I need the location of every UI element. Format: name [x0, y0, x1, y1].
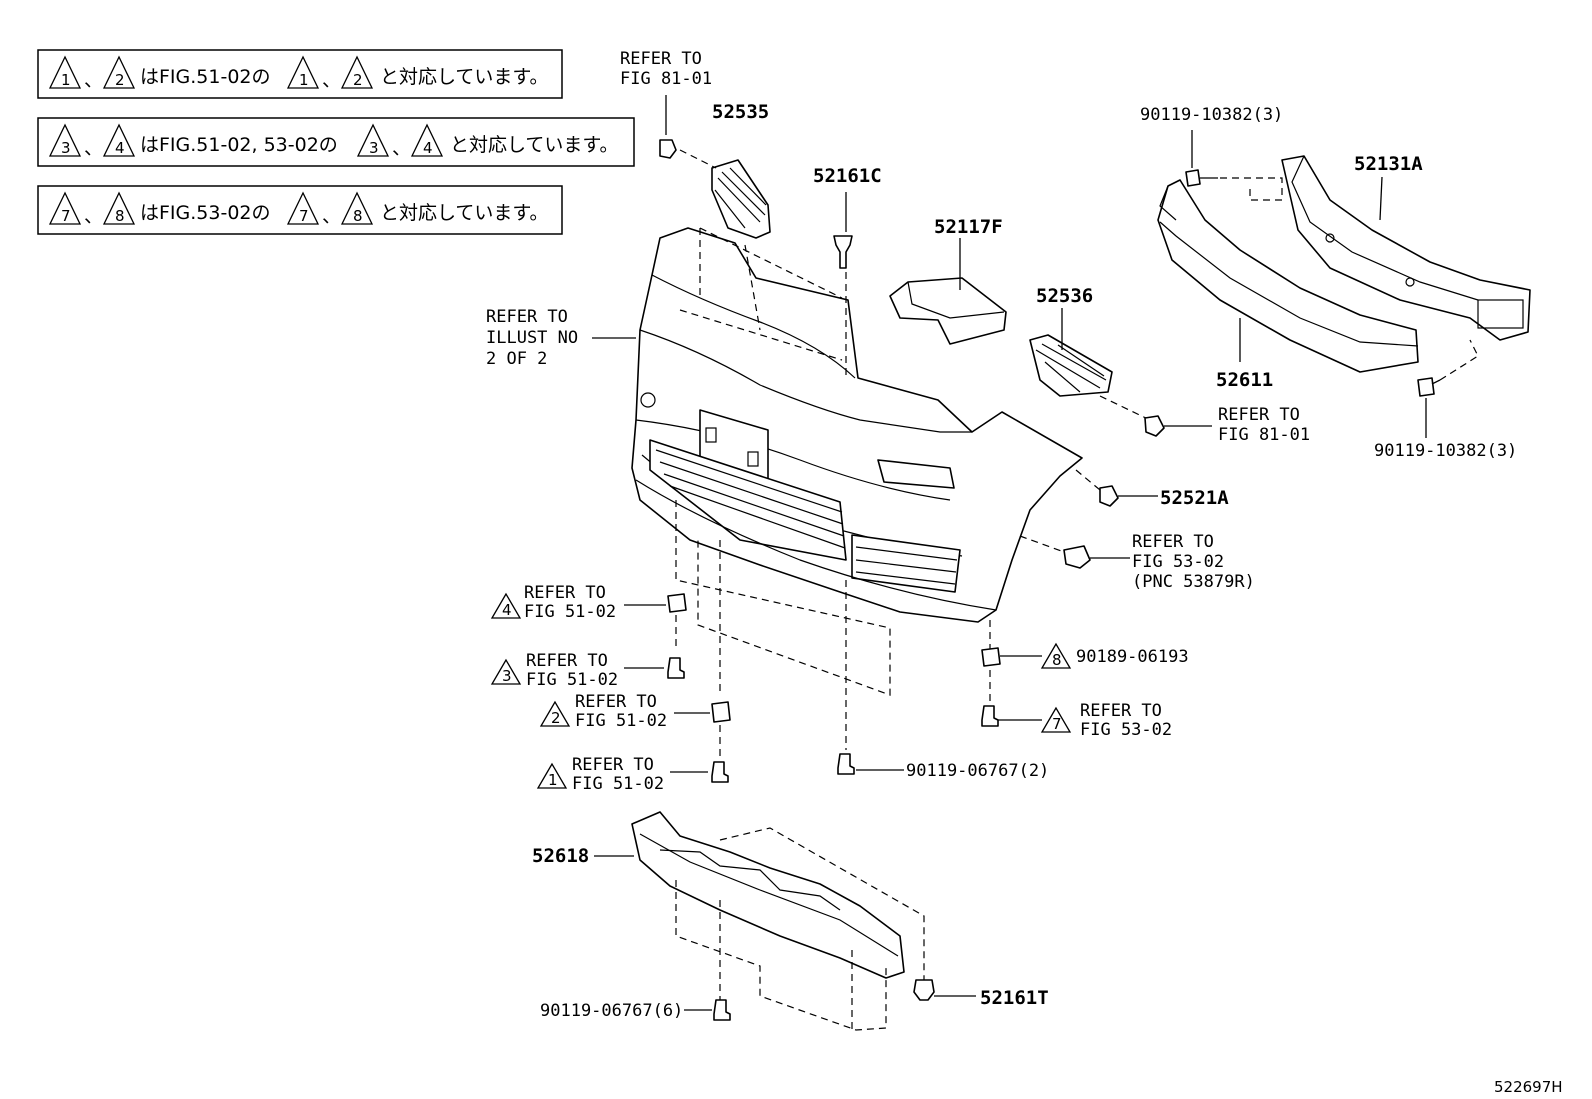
svg-text:2: 2 [353, 71, 363, 89]
svg-text:1: 1 [299, 71, 309, 89]
label-ref2-1: REFER TO [575, 692, 657, 712]
svg-text:、: 、 [322, 205, 341, 227]
label-52536: 52536 [1036, 285, 1093, 307]
part-52536 [1029, 308, 1151, 421]
svg-text:2: 2 [115, 71, 125, 89]
label-52161C: 52161C [813, 165, 882, 187]
label-ref4-1: REFER TO [524, 583, 606, 603]
svg-text:1: 1 [61, 71, 71, 89]
label-ref3-2: FIG 51-02 [526, 670, 618, 690]
svg-text:7: 7 [299, 207, 309, 225]
label-refer-fig8101-top-1: REFER TO [620, 49, 702, 69]
label-52611: 52611 [1216, 369, 1273, 391]
note-2-tail: と対応しています。 [450, 134, 619, 156]
label-refer-fig5302-pnc-1: REFER TO [1132, 532, 1214, 552]
mark-8: 8 [1052, 651, 1062, 669]
svg-text:7: 7 [61, 207, 71, 225]
part-52611 [1157, 179, 1419, 373]
part-52117F [889, 238, 1007, 345]
nut-ref2 [674, 701, 731, 723]
note-box-3: 7 、 8 はFIG.53-02の 7 、 8 と対応しています。 [37, 185, 563, 235]
svg-text:、: 、 [392, 137, 411, 159]
label-ref3-1: REFER TO [526, 651, 608, 671]
label-refer-fig5302-pnc-3: (PNC 53879R) [1132, 572, 1255, 592]
nut-ref8 [981, 647, 1042, 667]
bolt-ref7 [981, 705, 1042, 727]
part-52535 [679, 149, 771, 239]
figure-code: 522697H [1494, 1078, 1563, 1096]
label-ref1-2: FIG 51-02 [572, 774, 664, 794]
svg-text:8: 8 [115, 207, 125, 225]
part-52618 [594, 811, 925, 1032]
mark-4: 4 [502, 601, 512, 619]
bumper-cover [631, 227, 1083, 623]
svg-text:4: 4 [423, 139, 433, 157]
label-refer-illust-3: 2 OF 2 [486, 349, 547, 369]
clip-top-left [659, 95, 677, 159]
svg-text:3: 3 [61, 139, 71, 157]
bolt-top-right [1185, 130, 1283, 201]
label-ref8: 90189-06193 [1076, 647, 1189, 667]
nut-ref4 [624, 593, 687, 613]
svg-text:3: 3 [369, 139, 379, 157]
note-1-tail: と対応しています。 [380, 66, 549, 88]
label-52535: 52535 [712, 101, 769, 123]
label-refer-fig8101-right-1: REFER TO [1218, 405, 1300, 425]
label-ref1-1: REFER TO [572, 755, 654, 775]
label-ref2-2: FIG 51-02 [575, 711, 667, 731]
note-2-text: はFIG.51-02, 53-02の [140, 134, 338, 156]
part-52161C-clip [833, 192, 853, 380]
mark-2: 2 [551, 709, 561, 727]
svg-text:、: 、 [322, 69, 341, 91]
note-box-1: 1 、 2 はFIG.51-02の 1 、 2 と対応しています。 [37, 49, 563, 99]
svg-text:、: 、 [84, 69, 103, 91]
svg-text:4: 4 [115, 139, 125, 157]
label-refer-illust-2: ILLUST NO [486, 328, 578, 348]
part-52131A [1281, 155, 1531, 341]
bolt-right-bottom [1417, 339, 1479, 438]
label-52131A: 52131A [1354, 153, 1423, 175]
label-refer-fig8101-top-2: FIG 81-01 [620, 69, 712, 89]
mark-7: 7 [1052, 715, 1062, 733]
clip-fig5302 [1019, 535, 1130, 569]
label-bolt-bottom: 90119-06767(6) [540, 1001, 683, 1021]
label-refer-fig5302-pnc-2: FIG 53-02 [1132, 552, 1224, 572]
label-ref7-1: REFER TO [1080, 701, 1162, 721]
label-ref7-2: FIG 53-02 [1080, 720, 1172, 740]
label-bolt-mid: 90119-06767(2) [906, 761, 1049, 781]
label-52117F: 52117F [934, 216, 1003, 238]
note-box-2: 3 、 4 はFIG.51-02, 53-02の 3 、 4 と対応しています。 [37, 117, 635, 167]
note-3-text: はFIG.53-02の [140, 202, 271, 224]
bolt-ref1 [670, 761, 729, 783]
label-ref4-2: FIG 51-02 [524, 602, 616, 622]
mark-1: 1 [548, 771, 558, 789]
label-refer-fig8101-right-2: FIG 81-01 [1218, 425, 1310, 445]
label-52618: 52618 [532, 845, 589, 867]
part-52161T-clip [913, 979, 976, 1001]
label-52161T: 52161T [980, 987, 1049, 1009]
label-bolt-right: 90119-10382(3) [1374, 441, 1517, 461]
bolt-bottom [684, 999, 731, 1021]
mark-3: 3 [502, 667, 512, 685]
label-refer-illust-1: REFER TO [486, 307, 568, 327]
svg-text:8: 8 [353, 207, 363, 225]
note-3-tail: と対応しています。 [380, 202, 549, 224]
label-bolt-top: 90119-10382(3) [1140, 105, 1283, 125]
svg-text:、: 、 [84, 137, 103, 159]
svg-text:、: 、 [84, 205, 103, 227]
part-52521A-clip [1075, 469, 1158, 507]
bolt-ref3 [624, 657, 685, 679]
clip-right-fig8101 [1144, 415, 1212, 437]
label-52521A: 52521A [1160, 487, 1229, 509]
note-1-text: はFIG.51-02の [140, 66, 271, 88]
bolt-mid [837, 753, 904, 775]
